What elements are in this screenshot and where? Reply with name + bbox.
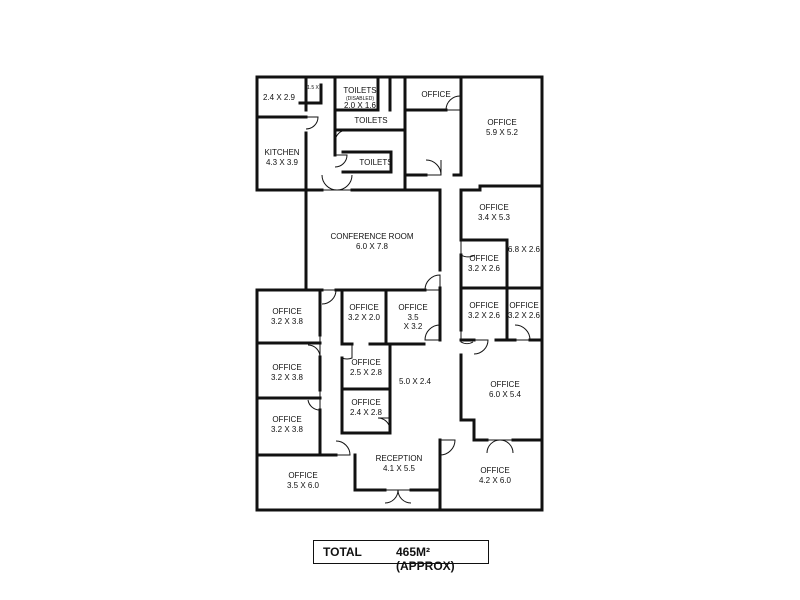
room-r4-name: OFFICE <box>421 90 450 99</box>
room-r20-dims: 5.0 X 2.4 <box>399 377 432 386</box>
walls <box>255 75 544 512</box>
room-r10-name: CONFERENCE ROOM <box>330 232 413 241</box>
room-r6-name: TOILETS <box>354 116 387 125</box>
room-r23-name: OFFICE <box>272 415 301 424</box>
room-r18-name: OFFICE <box>272 363 301 372</box>
total-area-box: TOTAL 465M² (APPROX) <box>313 540 489 573</box>
total-label: TOTAL <box>323 545 362 559</box>
room-r3-name: TOILETS <box>343 86 376 95</box>
room-r15-name: OFFICE <box>398 303 427 312</box>
room-r14-dims: 3.2 X 2.0 <box>348 313 381 322</box>
room-r12-name: OFFICE <box>469 254 498 263</box>
room-r5-name: OFFICE <box>487 118 516 127</box>
room-r19-name: OFFICE <box>351 358 380 367</box>
room-r17-dims: 3.2 X 2.6 <box>508 311 541 320</box>
room-r25-name: OFFICE <box>288 471 317 480</box>
room-r9-dims: 3.4 X 5.3 <box>478 213 511 222</box>
room-r16-name: OFFICE <box>469 301 498 310</box>
room-r3-sub: (DISABLED) <box>346 96 374 102</box>
room-r16-dims: 3.2 X 2.6 <box>468 311 501 320</box>
room-r7-name: KITCHEN <box>264 148 299 157</box>
room-r24-name: RECEPTION <box>376 454 423 463</box>
room-r5-dims: 5.9 X 5.2 <box>486 128 519 137</box>
room-r17-name: OFFICE <box>509 301 538 310</box>
room-r22-name: OFFICE <box>351 398 380 407</box>
room-r26-dims: 4.2 X 6.0 <box>479 476 512 485</box>
room-r13-dims: 3.2 X 3.8 <box>271 317 304 326</box>
room-r8-name: TOILETS <box>359 158 392 167</box>
room-r3-dims: 2.0 X 1.6 <box>344 101 377 110</box>
room-r9-name: OFFICE <box>479 203 508 212</box>
room-r15-dims2: X 3.2 <box>404 322 423 331</box>
room-r25-dims: 3.5 X 6.0 <box>287 481 320 490</box>
room-r1-dims: 2.4 X 2.9 <box>263 93 296 102</box>
room-r24-dims: 4.1 X 5.5 <box>383 464 416 473</box>
room-r21-name: OFFICE <box>490 380 519 389</box>
room-r10-dims: 6.0 X 7.8 <box>356 242 389 251</box>
room-r18-dims: 3.2 X 3.8 <box>271 373 304 382</box>
room-r21-dims: 6.0 X 5.4 <box>489 390 522 399</box>
total-area-value: 465M² (APPROX) <box>396 545 455 573</box>
room-r12-dims: 3.2 X 2.6 <box>468 264 501 273</box>
room-r14-name: OFFICE <box>349 303 378 312</box>
room-r13-name: OFFICE <box>272 307 301 316</box>
room-r15-dims: 3.5 <box>407 313 419 322</box>
room-r22-dims: 2.4 X 2.8 <box>350 408 383 417</box>
room-r19-dims: 2.5 X 2.8 <box>350 368 383 377</box>
room-r2-dims: 1.5 X <box>307 85 319 91</box>
room-r7-dims: 4.3 X 3.9 <box>266 158 299 167</box>
room-labels: 2.4 X 2.9 1.5 X TOILETS (DISABLED) 2.0 X… <box>263 85 541 490</box>
room-r11-dims: 6.8 X 2.6 <box>508 245 541 254</box>
outer-wall <box>255 75 544 512</box>
room-r23-dims: 3.2 X 3.8 <box>271 425 304 434</box>
doors <box>305 95 531 504</box>
room-r26-name: OFFICE <box>480 466 509 475</box>
